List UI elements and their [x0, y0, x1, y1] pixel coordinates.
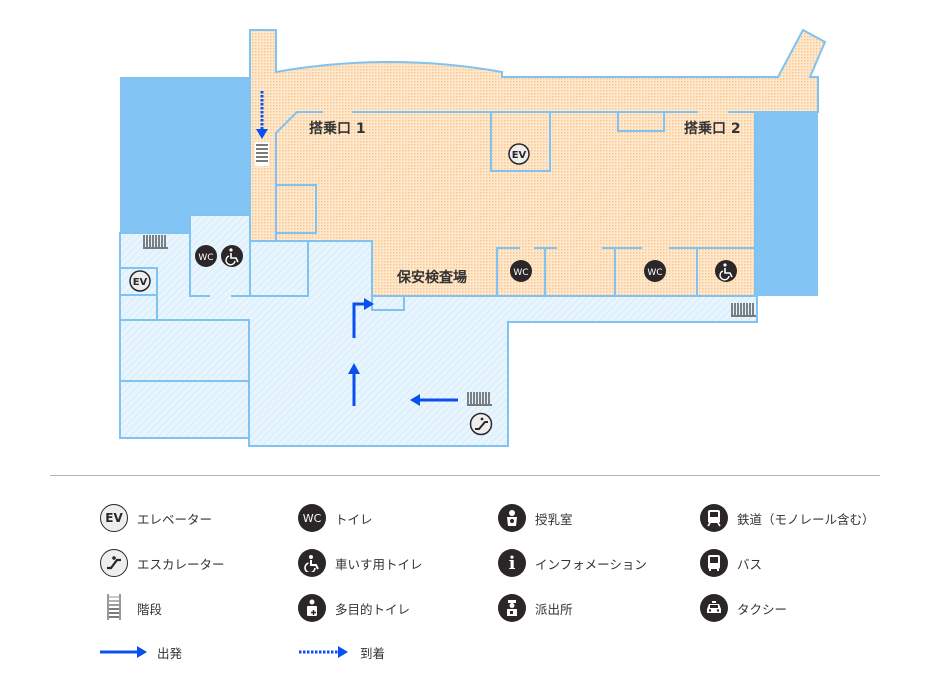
elevator-icon: EV: [100, 504, 128, 532]
legend-label: 多目的トイレ: [335, 601, 411, 617]
security-checkpoint-label: 保安検査場: [396, 269, 467, 286]
airside-area: [249, 28, 827, 297]
railway-icon: [700, 504, 728, 532]
stairs-icon: [143, 235, 168, 249]
information-icon: i: [498, 549, 526, 577]
arrival-arrow-icon: [299, 646, 348, 658]
toilet-icon: WC: [510, 260, 532, 282]
legend-departure: 出発: [99, 637, 182, 667]
legend-label: インフォメーション: [535, 556, 647, 572]
svg-text:EV: EV: [133, 277, 148, 288]
departure-arrow-icon: [100, 646, 147, 658]
gate-1-label: 搭乗口 1: [309, 120, 366, 137]
wheelchair-toilet-icon: [715, 260, 737, 282]
legend-elevator: EV エレベーター: [99, 503, 212, 533]
svg-text:WC: WC: [198, 253, 213, 263]
legend-toilet: WC トイレ: [297, 503, 373, 533]
legend-railway: 鉄道（モノレール含む）: [699, 503, 875, 533]
escalator-icon: [100, 549, 128, 577]
legend-police-box: 派出所: [497, 593, 573, 623]
legend-label: 車いす用トイレ: [335, 556, 423, 572]
taxi-icon: [700, 594, 728, 622]
stairs-icon: [467, 392, 492, 406]
outside-area-right: [755, 112, 818, 296]
legend-nursing-room: 授乳室: [497, 503, 573, 533]
legend-multipurpose-toilet: 多目的トイレ: [297, 593, 410, 623]
wheelchair-toilet-icon: [221, 245, 243, 267]
gate-2-label: 搭乗口 2: [684, 120, 741, 137]
legend-escalator: エスカレーター: [99, 548, 225, 578]
legend-label: 出発: [157, 645, 183, 661]
outside-area-left: [120, 77, 250, 233]
legend-divider: [50, 475, 880, 476]
legend-label: 階段: [137, 601, 163, 617]
escalator-icon: [469, 412, 493, 436]
legend-accessible-toilet: 車いす用トイレ: [297, 548, 423, 578]
interior-walls: [120, 111, 755, 446]
legend-label: 鉄道（モノレール含む）: [737, 511, 875, 527]
svg-text:EV: EV: [512, 150, 527, 161]
legend-label: エレベーター: [137, 511, 213, 527]
toilet-icon: WC: [298, 504, 326, 532]
legend-information: i インフォメーション: [497, 548, 647, 578]
legend-label: トイレ: [335, 511, 373, 527]
elevator-icon: EV: [508, 143, 530, 165]
bus-icon: [700, 549, 728, 577]
svg-text:WC: WC: [513, 268, 528, 278]
legend-label: 派出所: [535, 601, 573, 617]
legend-label: バス: [737, 556, 763, 572]
toilet-icon: WC: [644, 260, 666, 282]
legend-label: エスカレーター: [137, 556, 225, 572]
stairs-icon: [731, 303, 756, 317]
svg-text:WC: WC: [647, 268, 662, 278]
legend-label: 授乳室: [535, 511, 573, 527]
departure-route-arrow: [410, 394, 458, 406]
stairs-icon: [107, 593, 121, 623]
toilet-icon: WC: [195, 245, 217, 267]
legend-arrival: 到着: [298, 637, 385, 667]
legend-label: タクシー: [737, 601, 788, 617]
multipurpose-toilet-icon: [298, 594, 326, 622]
wheelchair-icon: [298, 549, 326, 577]
legend-taxi: タクシー: [699, 593, 787, 623]
legend-stairs: 階段: [99, 593, 162, 623]
departure-route-arrow: [352, 298, 374, 338]
police-box-icon: [498, 594, 526, 622]
floor-map: 搭乗口 1 搭乗口 2 保安検査場 EV EV WC WC WC: [119, 28, 827, 447]
stairs-icon: [255, 142, 269, 166]
elevator-icon: EV: [129, 270, 151, 292]
departure-route-arrow: [348, 363, 360, 406]
legend-label: 到着: [360, 645, 386, 661]
nursing-room-icon: [498, 504, 526, 532]
arrival-route-arrow: [256, 91, 268, 139]
legend-bus: バス: [699, 548, 762, 578]
